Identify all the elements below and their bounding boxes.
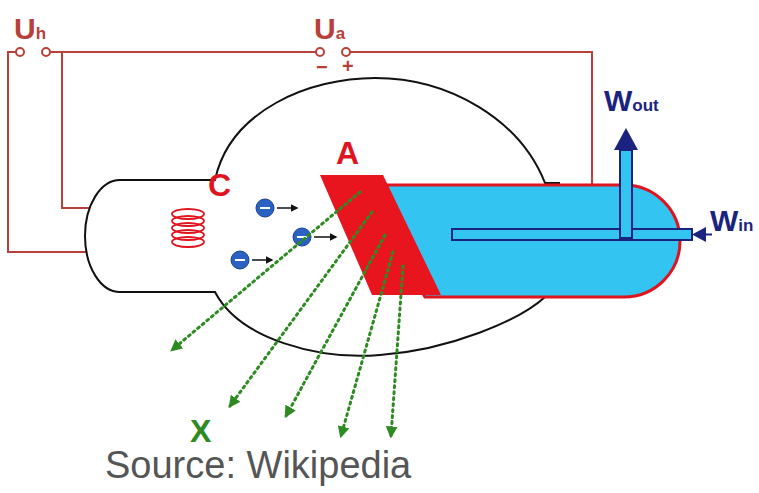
water-inlet-arrowhead: [692, 227, 706, 242]
polarity-sign: +: [342, 55, 354, 77]
xray-beam: [391, 266, 403, 436]
water-label: Win: [710, 204, 753, 237]
electron-sign: [235, 259, 245, 261]
part-label: A: [336, 136, 359, 171]
electron-sign: [260, 207, 270, 209]
terminal: [16, 48, 24, 56]
filament-loop: [172, 237, 204, 247]
part-label: C: [208, 168, 231, 203]
terminals: [16, 48, 350, 56]
water-outlet-pipe: [620, 150, 632, 238]
water-inlet-pipe: [452, 229, 692, 240]
electrons: [231, 199, 336, 269]
terminal: [316, 48, 324, 56]
xray-beam: [286, 235, 385, 416]
xray-beams: [172, 192, 403, 436]
anode-target: [320, 175, 441, 295]
source-caption: Source: Wikipedia: [105, 444, 411, 487]
electron-arrow: [252, 259, 272, 261]
xray-beam: [172, 192, 360, 350]
voltage-label: Uh: [14, 12, 46, 45]
terminal: [42, 48, 50, 56]
water-label: Wout: [604, 84, 659, 117]
radiation-label: X: [190, 414, 211, 449]
cathode-filament: [172, 209, 204, 247]
electron-arrow: [314, 236, 336, 238]
electron: [256, 199, 274, 217]
cathode-wire: [50, 51, 316, 53]
terminal: [342, 48, 350, 56]
electron-arrow: [277, 207, 297, 209]
polarity-sign: −: [316, 56, 328, 78]
voltage-label: Ua: [314, 12, 345, 45]
xray-beam: [341, 252, 393, 436]
electron: [231, 251, 249, 269]
xray-beam: [230, 212, 372, 406]
water-outlet-arrowhead: [614, 128, 638, 150]
